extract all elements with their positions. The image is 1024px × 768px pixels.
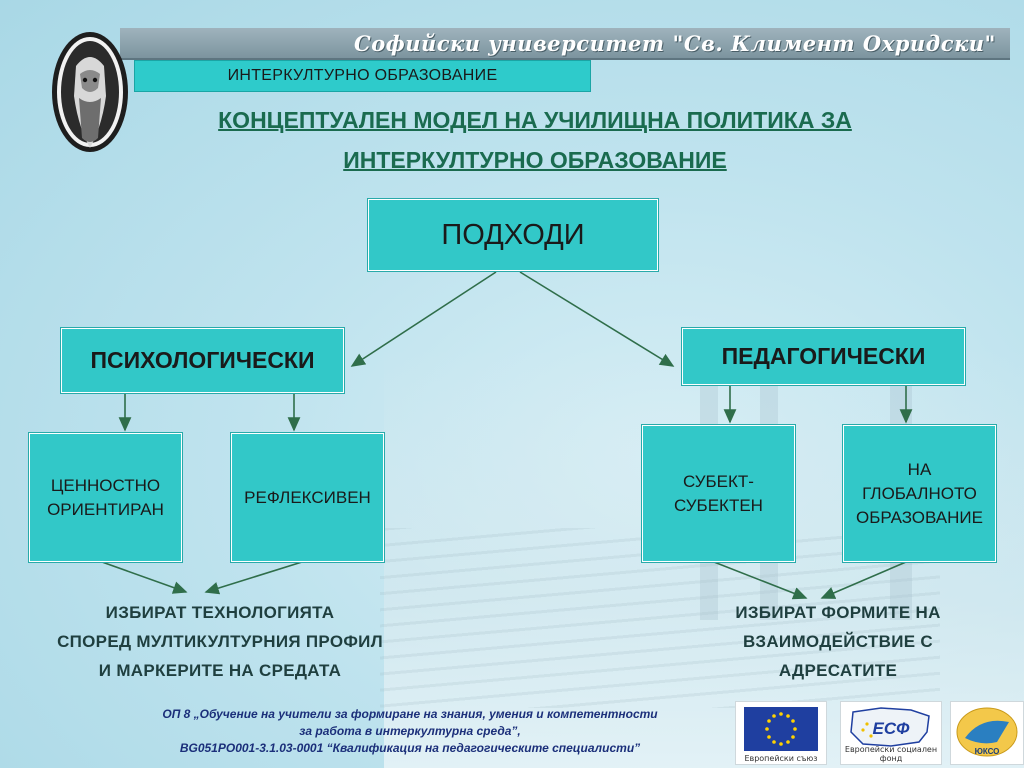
node-approaches: ПОДХОДИ [368,199,658,271]
node-line: НА [907,459,932,479]
header-bar: Софийски университет "Св. Климент Охридс… [120,28,1010,60]
node-reflexive: РЕФЛЕКСИВЕН [231,433,384,562]
eu-caption: Европейски съюз [744,754,818,763]
node-pedagogical: ПЕДАГОГИЧЕСКИ [682,328,965,385]
conclusion-right: ИЗБИРАТ ФОРМИТЕ НА ВЗАИМОДЕЙСТВИЕ С АДРЕ… [668,598,1008,685]
topic-label: ИНТЕРКУЛТУРНО ОБРАЗОВАНИЕ [134,60,591,92]
footer-line: за работа в интеркултурна среда”, [299,724,521,738]
node-line: ОБРАЗОВАНИЕ [856,507,983,527]
esf-map-icon: ЕСФ [850,707,930,747]
conclusion-line: АДРЕСАТИТЕ [778,661,898,680]
node-line: ГЛОБАЛНОТО [862,483,977,503]
eu-flag-icon [744,707,818,751]
node-psychological: ПСИХОЛОГИЧЕСКИ [61,328,344,393]
conclusion-left: ИЗБИРАТ ТЕХНОЛОГИЯТА СПОРЕД МУЛТИКУЛТУРН… [20,598,420,685]
eu-flag-logo: Европейски съюз [735,701,827,765]
conclusion-line: ИЗБИРАТ ФОРМИТЕ НА [735,603,941,622]
conclusion-line: ВЗАИМОДЕЙСТВИЕ С [743,632,933,651]
page-title: КОНЦЕПТУАЛЕН МОДЕЛ НА УЧИЛИЩНА ПОЛИТИКА … [130,100,940,180]
arrow-refl-to-conclusion [204,561,303,595]
conclusion-line: И МАРКЕРИТЕ НА СРЕДАТА [98,661,342,680]
node-global-education: НА ГЛОБАЛНОТО ОБРАЗОВАНИЕ [843,425,996,562]
esf-mark: ЕСФ [873,719,911,738]
title-line: КОНЦЕПТУАЛЕН МОДЕЛ НА УЧИЛИЩНА ПОЛИТИКА … [218,107,852,133]
node-line: СУБЕКТ- [683,471,754,491]
node-line: ОРИЕНТИРАН [47,499,164,519]
node-value-oriented: ЦЕННОСТНО ОРИЕНТИРАН [29,433,182,562]
conclusion-line: ИЗБИРАТ ТЕХНОЛОГИЯТА [105,603,335,622]
university-logo [46,26,136,166]
partner-emblem-icon: ЮКСО [956,707,1018,757]
footer-line: BG051PO001-3.1.03-0001 “Квалификация на … [179,741,641,755]
footer-project-info: ОП 8 „Обучение на учители за формиране н… [100,706,720,757]
title-line: ИНТЕРКУЛТУРНО ОБРАЗОВАНИЕ [343,147,727,173]
node-line: СУБЕКТЕН [674,495,763,515]
node-line: РЕФЛЕКСИВЕН [244,487,371,507]
footer-line: ОП 8 „Обучение на учители за формиране н… [162,707,658,721]
arrow-value-to-conclusion [101,561,188,594]
node-line: ЦЕННОСТНО [50,475,161,495]
conclusion-line: СПОРЕД МУЛТИКУЛТУРНИЯ ПРОФИЛ [57,632,383,651]
university-name: Софийски университет "Св. Климент Охридс… [354,31,996,56]
esf-logo: ЕСФ Европейски социален фонд [840,701,942,765]
esf-caption: Европейски социален фонд [844,745,938,763]
node-subject-subject: СУБЕКТ- СУБЕКТЕН [642,425,795,562]
partner-mark: ЮКСО [975,747,1000,756]
partner-logo: ЮКСО [950,701,1024,765]
